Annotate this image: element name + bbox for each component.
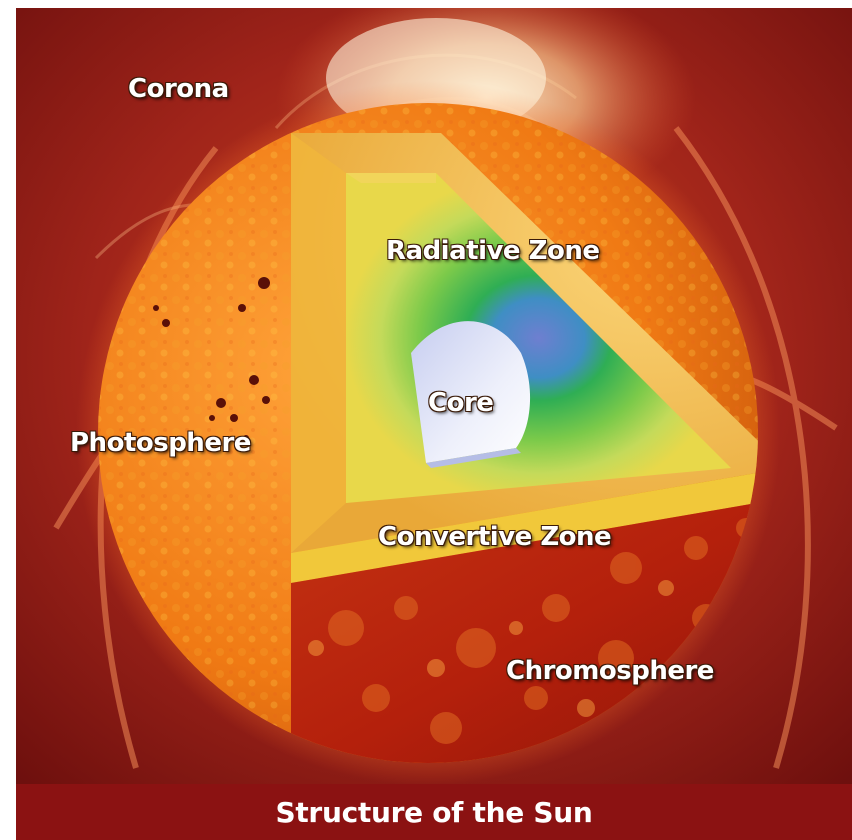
diagram-caption: Structure of the Sun [275, 796, 592, 829]
core-label: Core [428, 388, 493, 418]
chromosphere-label: Chromosphere [506, 656, 714, 686]
sun-illustration [16, 8, 852, 840]
radiative-zone-label: Radiative Zone [386, 236, 599, 266]
convective-zone-label: Convertive Zone [378, 522, 611, 552]
photosphere-label: Photosphere [70, 428, 251, 458]
corona-label: Corona [128, 74, 229, 104]
caption-bar: Structure of the Sun [16, 784, 852, 840]
sun-structure-diagram: Corona Radiative Zone Core Photosphere C… [16, 8, 852, 840]
